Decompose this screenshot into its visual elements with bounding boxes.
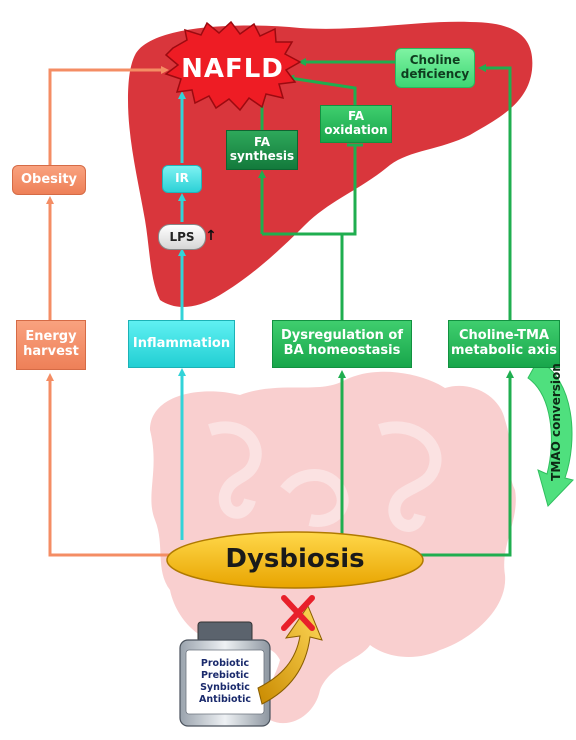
bottle-line-antibiotic: Antibiotic <box>199 694 251 706</box>
dysbiosis-label: Dysbiosis <box>200 540 390 580</box>
ir-box: IR <box>162 165 202 193</box>
nafld-label: NAFLD <box>170 48 295 92</box>
bottle-line-synbiotic: Synbiotic <box>200 682 250 694</box>
obesity-box: Obesity <box>12 165 86 195</box>
inflammation-box: Inflammation <box>128 320 235 368</box>
lps-up-arrow: ↑ <box>204 226 218 246</box>
bottle-line-probiotic: Probiotic <box>201 658 249 670</box>
bottle-label: Probiotic Prebiotic Synbiotic Antibiotic <box>186 652 264 712</box>
tmao-conversion-label: TMAO conversion <box>548 352 566 492</box>
fa-oxidation-box: FA oxidation <box>320 105 392 143</box>
fa-synthesis-box: FA synthesis <box>226 130 298 170</box>
choline-tma-box: Choline-TMA metabolic axis <box>448 320 560 368</box>
choline-deficiency-box: Choline deficiency <box>395 48 475 88</box>
dysregulation-box: Dysregulation of BA homeostasis <box>272 320 412 368</box>
bottle-line-prebiotic: Prebiotic <box>201 670 249 682</box>
energy-harvest-box: Energy harvest <box>16 320 86 370</box>
lps-pill: LPS <box>158 224 206 250</box>
